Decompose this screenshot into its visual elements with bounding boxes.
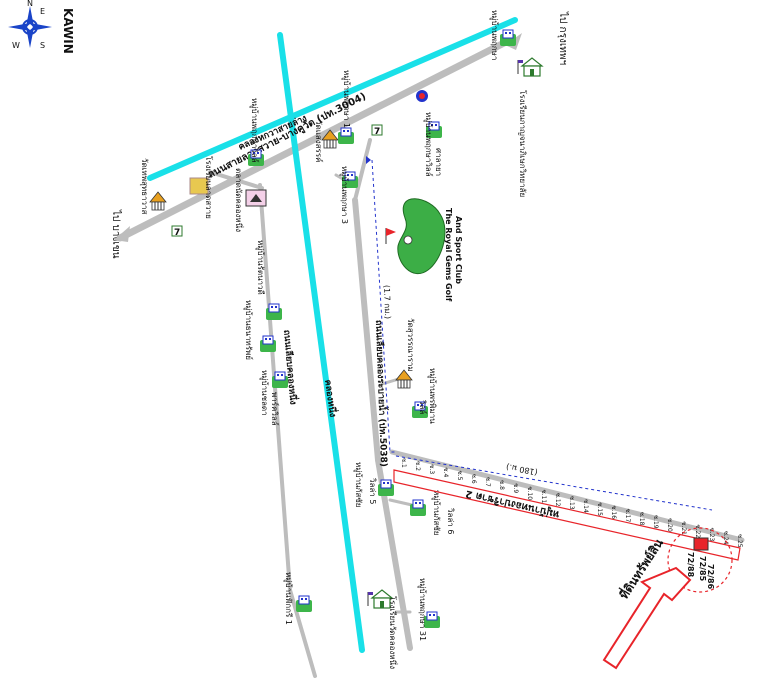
plot-label-1: 72/88	[686, 552, 695, 578]
brand-logo: KAWIN	[61, 8, 75, 54]
soi-label: ซ.6	[470, 474, 477, 484]
soi-label: ซ.13	[568, 496, 575, 510]
village-vc6-sub-label: วิลล่า 6	[446, 507, 455, 534]
village-vc5-label: หมู่บ้านกัสซัย	[353, 462, 363, 507]
project-arrow	[602, 566, 692, 670]
village-mid-label: หมู่บ้านพรพิมาน	[427, 368, 437, 424]
village-vc6-label: หมู่บ้านกัสซัย	[431, 490, 441, 535]
sala-label: ศาลายา	[434, 148, 443, 176]
soi-label: ซ.23	[708, 528, 715, 542]
soi-label: ซ.16	[610, 506, 617, 520]
compass-s: S	[40, 41, 45, 50]
soi-label: ซ.9	[512, 483, 519, 493]
soi-label: ซ.11	[540, 490, 547, 504]
pruksaville-label: หมู่บ้านพฤกษาวิลล์	[423, 112, 434, 177]
market-icon	[245, 189, 267, 207]
canal-vertical-label: คลองหนึ่ง	[322, 379, 340, 418]
temple-left-label: วัดเทพสุทธาวาส	[140, 158, 149, 214]
golf-name-line2: And Sport Club	[454, 216, 463, 284]
plot-label-2: 72/85	[698, 556, 707, 582]
temple-bang-label: วัดแสงสรรค์	[314, 120, 324, 162]
village-west-1-label: หมู่บ้านรัตนาวดี	[255, 240, 265, 295]
main-road	[116, 36, 514, 242]
village-vc5-sub-label: วิลล่า 5	[368, 477, 377, 504]
park-west-label: พาร์ควิลล์	[270, 392, 280, 426]
side-road	[352, 197, 381, 463]
soi-label: ซ.2	[414, 461, 421, 471]
top-right-village-label: หมู่บ้านพฤกษา	[489, 10, 499, 60]
distance-m-label: (180 ม.)	[505, 462, 538, 477]
soi-label: ซ.17	[624, 509, 631, 523]
school-left-icon	[189, 177, 209, 195]
soi-label: ซ.10	[526, 487, 533, 501]
soi-label: ซ.22	[694, 525, 701, 539]
soi-label: ซ.24	[722, 531, 729, 545]
village-west-bottom-label: หมู่บ้านฟักกรี 1	[283, 572, 293, 625]
soi-label: ซ.7	[484, 477, 491, 487]
village-mid-sub-label: วิลล์	[418, 399, 428, 414]
ptt-icon	[416, 90, 428, 102]
soi-label: ซ.1	[400, 458, 407, 468]
soi-labels: ซ.1 ซ.2 ซ.3 ซ.4 ซ.5 ซ.6 ซ.7 ซ.8 ซ.9 ซ.10 ซ.11 ซ.12 ซ…	[400, 458, 743, 548]
pruksa-3-label: หมู่บ้านพฤกษา 3	[339, 166, 349, 224]
project-soi-road	[389, 449, 745, 543]
soi-label: ซ.14	[582, 499, 589, 513]
side-road-top	[353, 138, 372, 202]
to-bangkhen-label: ไป บางเขน	[110, 209, 122, 259]
soi-label: ซ.12	[554, 493, 561, 507]
school-bottom-label: โรงเรียนวัดคลองหนึ่ง	[388, 596, 399, 669]
village-bottom-right-label: หมู่บ้านพฤกษา 31	[417, 578, 427, 641]
plot-label-3: 72/86	[706, 564, 715, 590]
golf-course	[385, 198, 446, 275]
compass-w: W	[12, 41, 20, 50]
compass-n: N	[27, 0, 33, 8]
village-west-3-label: หมู่บ้านชลดา	[259, 370, 269, 416]
target-plot	[693, 537, 709, 551]
soi-label: ซ.4	[442, 468, 449, 478]
soi-label: ซ.20	[666, 518, 673, 532]
seven-eleven-icon-left: 7	[171, 225, 183, 238]
svg-text:7: 7	[374, 127, 380, 137]
soi-label: ซ.18	[638, 512, 645, 526]
soi-label: ซ.5	[456, 471, 463, 481]
village-west-2-label: หมู่บ้านธนาทรัพย์	[243, 300, 254, 360]
market-label: ตลาดนัดคลองหนึ่ง	[234, 168, 245, 232]
golf-name-line1: The Royal Gems Golf	[444, 208, 453, 302]
soi-label: ซ.25	[736, 534, 743, 548]
canal-vertical	[277, 32, 365, 653]
soi-label: ซ.19	[652, 515, 659, 529]
target-circle	[667, 527, 733, 593]
west-road-label: ถนนเลียบคลองหนึ่ง	[281, 329, 301, 405]
school-top-right-label: โรงเรียนกาญจนาภิเษกวิทยาลัย	[518, 90, 528, 197]
to-bangkok-label: ไป กรุงเทพฯ	[557, 11, 569, 65]
canals	[147, 17, 518, 653]
soi-label: ซ.15	[596, 502, 603, 516]
soi-label: ซ.3	[428, 464, 435, 474]
distance-km-label: (1.7 กม.)	[382, 285, 392, 319]
svg-text:7: 7	[174, 228, 180, 238]
canal-top	[147, 17, 518, 181]
compass-rose: N E S W	[8, 0, 52, 50]
compass-e: E	[40, 7, 45, 16]
pruksa-1-label: หมู่บ้านพฤกษา 1	[341, 70, 351, 128]
school-left-label: โรงเรียนลาดสวาย	[204, 156, 214, 219]
temple-mid-label: วัดสุวรรณาราม	[406, 318, 415, 372]
seven-eleven-icon: 7	[371, 124, 383, 137]
landmarks: หมู่บ้านพฤกษา โรงเรียนกาญจนาภิเษกวิทยาลั…	[140, 10, 543, 669]
soi-label: ซ.8	[498, 480, 505, 490]
soi-label: ซ.21	[680, 521, 687, 535]
village-left-top-label: หมู่บ้านพฤกษาวิลล์	[249, 98, 260, 163]
to-bangkhen-arrow	[114, 226, 130, 242]
